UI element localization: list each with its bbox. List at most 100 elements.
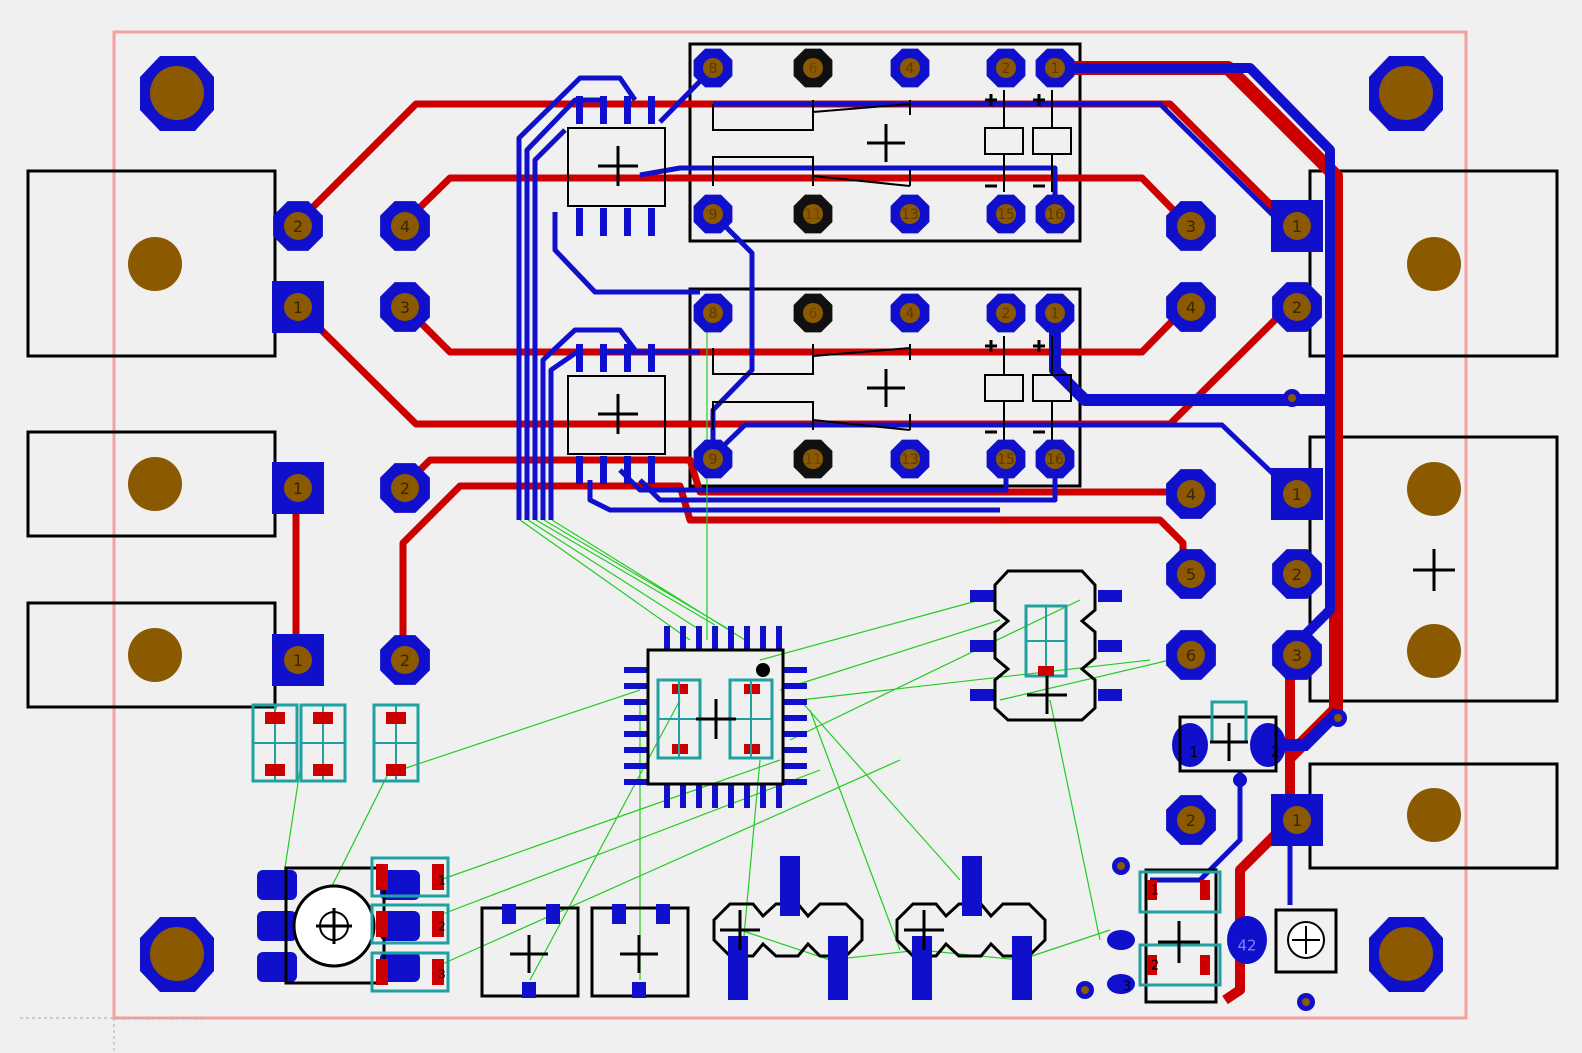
pad-left-jack2[interactable]: 1 (272, 462, 324, 514)
pad-jack-r2-3[interactable]: 3 (1272, 630, 1322, 680)
pad-left-jack1-a[interactable]: 2 (273, 201, 323, 251)
pin-label: 4 (906, 61, 915, 77)
connector-pads[interactable]: 2 1 4 3 1 2 1 2 3 4 4 5 6 2 1 2 1 2 3 1 (272, 200, 1323, 846)
pad-label: 3 (400, 298, 410, 317)
relay_bottom-pin[interactable]: 15 (986, 439, 1026, 479)
relay_top-pin[interactable]: 15 (986, 194, 1026, 234)
pad-left-inner-a[interactable]: 4 (380, 201, 430, 251)
pin-label: 2 (1002, 306, 1011, 322)
pin-label: 8 (709, 61, 718, 77)
ic-u1[interactable] (567, 96, 666, 236)
pad-right-col-3[interactable]: 4 (1166, 469, 1216, 519)
trimmer-pot[interactable] (257, 856, 450, 993)
pad-left-jack3[interactable]: 1 (272, 634, 324, 686)
ic-u2[interactable] (567, 344, 666, 484)
relay_bottom-pin[interactable]: 9 (693, 439, 733, 479)
pad-jack-r1-1[interactable]: 1 (1271, 200, 1323, 252)
pad-right-col-2[interactable]: 4 (1166, 282, 1216, 332)
pad-jack-r2-2[interactable]: 2 (1272, 549, 1322, 599)
jack-cross (1413, 549, 1455, 591)
bottom-power-trace (1055, 63, 1335, 654)
relay_top-pin[interactable]: 9 (693, 194, 733, 234)
pad-label: 2 (400, 651, 410, 670)
relay_bottom-pin[interactable]: 6 (793, 293, 833, 333)
pin-label: 9 (709, 452, 718, 468)
pad-label: 2 (400, 479, 410, 498)
pad-left-jack1-b[interactable]: 1 (272, 281, 324, 333)
pad-label: 5 (1186, 565, 1196, 584)
pad-right-col-1[interactable]: 3 (1166, 201, 1216, 251)
pad-left-mid3[interactable]: 2 (380, 635, 430, 685)
pin-label: 9 (709, 207, 718, 223)
pad-label: 3 (1186, 217, 1196, 236)
smd-resistors-left[interactable] (251, 703, 420, 783)
pad-jack-r2-1[interactable]: 1 (1271, 468, 1323, 520)
relay_top-pin[interactable]: 4 (890, 48, 930, 88)
pin-label: 11 (804, 452, 822, 468)
pin-label: 2 (1002, 61, 1011, 77)
pad-label: 2 (1292, 565, 1302, 584)
pin-label: 8 (709, 306, 718, 322)
relay_top-pin[interactable]: 8 (693, 48, 733, 88)
relay_bottom-pin[interactable]: 11 (793, 439, 833, 479)
pad-label: 4 (400, 217, 410, 236)
relay-pads[interactable]: 8 6 4 2 1 9 11 13 15 16 8 6 4 2 1 9 11 13 15 16 (693, 48, 1075, 479)
pad-left-mid2[interactable]: 2 (380, 463, 430, 513)
relay_bottom-pin[interactable]: 8 (693, 293, 733, 333)
relay-top-silk (712, 90, 1072, 192)
pad-label: 2 (293, 217, 303, 236)
pin-label: 1 (1051, 306, 1060, 322)
q1-label: 1 (1190, 745, 1199, 761)
transistor-q1[interactable] (1172, 700, 1347, 787)
regulator-2[interactable] (895, 856, 1047, 1000)
relay_top-pin[interactable]: 1 (1035, 48, 1075, 88)
regulator-1[interactable] (712, 856, 864, 1000)
pad-label: 1 (293, 479, 303, 498)
led-label: 42 (1237, 936, 1256, 954)
smd-diode-area[interactable] (1076, 389, 1338, 1011)
relay_top-pin[interactable]: 16 (1035, 194, 1075, 234)
pad-right-col-6[interactable]: 2 (1166, 795, 1216, 845)
q2-label: 2 (1271, 745, 1280, 761)
pad-right-col-4[interactable]: 5 (1166, 549, 1216, 599)
mounting-hole (1369, 917, 1443, 992)
relay_bottom-pin[interactable]: 13 (890, 439, 930, 479)
relay_bottom-pin[interactable]: 1 (1035, 293, 1075, 333)
pin-label: 1 (1051, 61, 1060, 77)
pin-label: 15 (997, 452, 1015, 468)
pin-label: 15 (997, 207, 1015, 223)
pad-label: 1 (1292, 811, 1302, 830)
pin-label: 16 (1046, 207, 1064, 223)
top-power-trace-2 (1222, 650, 1295, 1005)
origin-guide (20, 1017, 205, 1053)
pad-jack-r3-1[interactable]: 1 (1271, 794, 1323, 846)
relay_top-pin[interactable]: 13 (890, 194, 930, 234)
board-outline (112, 30, 1468, 1020)
top-copper-traces (292, 64, 1293, 650)
pin-label: 6 (809, 306, 818, 322)
electrolytic-caps[interactable] (480, 904, 690, 998)
pin-label: 13 (901, 207, 919, 223)
relay_bottom-pin[interactable]: 4 (890, 293, 930, 333)
relay_top-pin[interactable]: 2 (986, 48, 1026, 88)
left-jack-1-outline (26, 169, 277, 358)
ic-oscillator[interactable] (970, 569, 1122, 722)
relay_top-pin[interactable]: 11 (793, 194, 833, 234)
relay_bottom-pin[interactable]: 2 (986, 293, 1026, 333)
mcu-chip[interactable] (624, 626, 807, 808)
relay_top-pin[interactable]: 6 (793, 48, 833, 88)
relay-top-outline (688, 42, 1082, 243)
pad-label: 2 (1186, 811, 1196, 830)
reg1-label: 1 (1151, 884, 1159, 899)
trimmer-label: 2 (438, 919, 446, 933)
pad-label: 1 (1292, 485, 1302, 504)
pad-jack-r1-2[interactable]: 2 (1272, 282, 1322, 332)
d-label: 2 (1151, 959, 1159, 974)
relay_bottom-pin[interactable]: 16 (1035, 439, 1075, 479)
right-jack-1-outline (1308, 169, 1559, 358)
mounting-hole (1369, 56, 1443, 131)
pad-right-col-5[interactable]: 6 (1166, 630, 1216, 680)
pad-left-inner-b[interactable]: 3 (380, 282, 430, 332)
pad-label: 1 (293, 651, 303, 670)
